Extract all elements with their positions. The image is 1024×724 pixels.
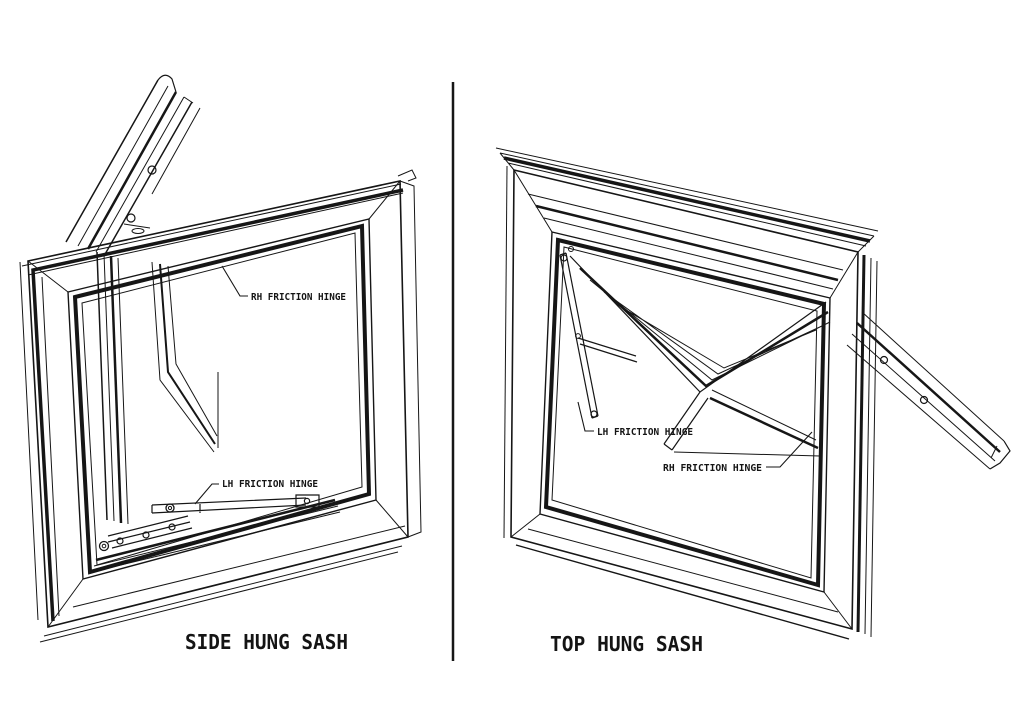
frame-left-depth-line	[503, 165, 508, 539]
frame-glazing-gasket	[543, 237, 827, 588]
side-hung-sash-caption: SIDE HUNG SASH	[185, 630, 348, 654]
sash-top-rail-bars	[77, 85, 201, 253]
frame-bottom-depth-lines	[39, 545, 403, 643]
hinge-arm-end-pin	[303, 497, 311, 505]
side-hung-sash-drawing: RH FRICTION HINGE LH FRICTION HINGE SIDE…	[19, 74, 422, 654]
sash-screw-upper	[147, 165, 157, 175]
frame-corner-miters	[510, 169, 859, 630]
frame-head-band-dark	[503, 156, 871, 243]
stay-arm-mid-joint	[575, 333, 581, 339]
leader-line-lh-hinge	[577, 401, 594, 432]
hinge-plate-rivet-1	[116, 537, 124, 545]
leader-line-rh-hinge	[766, 431, 813, 468]
sash-top-rail-dark-bar	[86, 91, 178, 250]
projecting-rail-end-cap	[989, 440, 1011, 470]
frame-left-depth-lines	[19, 261, 60, 621]
frame-inner-opening	[539, 231, 831, 593]
stay-arm-top-pivot	[560, 254, 568, 262]
sash-bottom-rail-dark	[709, 396, 819, 450]
sash-stile-outer-bar	[96, 251, 108, 521]
frame-outer-outline	[510, 168, 859, 631]
frame-head-gasket-band	[31, 188, 404, 622]
lh-friction-hinge-label: LH FRICTION HINGE	[222, 479, 318, 490]
frame-corner-miters	[27, 180, 409, 628]
frame-glass-line	[81, 232, 363, 566]
frame-sill-step-line	[527, 528, 839, 613]
sash-stile-bars	[103, 253, 129, 525]
hinge-plate-rivet-2	[142, 531, 150, 539]
sash-glazing-dark-edge	[159, 263, 216, 445]
lh-friction-hinge-label: LH FRICTION HINGE	[597, 427, 693, 438]
rh-friction-hinge-label: RH FRICTION HINGE	[663, 463, 762, 474]
sash-bottom-rail-lines	[673, 389, 821, 457]
hinge-arm-pivot-center	[167, 505, 173, 511]
frame-sill-step-line	[72, 525, 406, 608]
frame-glazing-gasket	[72, 223, 372, 575]
sash-top-rail-outer-bars	[65, 79, 193, 257]
leader-line-rh-hinge	[221, 265, 248, 297]
sash-screw-lower	[126, 213, 136, 223]
sash-stile-dark-bar	[109, 255, 123, 524]
frame-right-depth-lines	[399, 180, 422, 538]
sash-glazing-edges	[151, 261, 219, 453]
hinge-pivot-boss	[98, 540, 110, 552]
top-hung-sash-caption: TOP HUNG SASH	[550, 632, 703, 656]
frame-glass-line	[551, 246, 818, 579]
frame-head-profile-lines	[21, 169, 417, 276]
sash-rail-end-detail	[131, 228, 145, 234]
hinge-pivot-center	[101, 543, 107, 549]
stay-arm-bottom-pivot	[590, 410, 598, 418]
top-hung-sash-drawing: LH FRICTION HINGE RH FRICTION HINGE TOP …	[495, 147, 1011, 656]
stay-arm-head-rivet	[568, 246, 574, 252]
hinge-arm-pivot	[165, 503, 175, 513]
leader-line-lh-hinge	[194, 483, 219, 505]
sash-bottom-rail-lines	[91, 505, 341, 573]
frame-right-depth-dark	[856, 254, 866, 633]
rh-friction-hinge-label: RH FRICTION HINGE	[251, 292, 346, 303]
sash-bottom-rail-dark	[95, 498, 336, 562]
friction-stay-arm	[559, 252, 638, 419]
sash-top-rail-end-cap	[157, 74, 177, 93]
projecting-rail-lines	[846, 311, 1005, 470]
projecting-rail-dark	[856, 322, 1001, 453]
rail-screw-2	[919, 395, 929, 405]
frame-head-band-lines	[495, 147, 879, 253]
frame-head-profile-dark	[535, 204, 839, 282]
frame-head-profile-lines	[527, 193, 844, 290]
sash-glazing-chevrons	[589, 279, 831, 381]
sash-outer-chevron	[569, 255, 827, 393]
frame-inner-opening	[67, 218, 377, 580]
frame-bottom-depth-line	[515, 544, 850, 640]
frame-right-depth-lines	[864, 257, 878, 638]
friction-hinge-arm	[151, 494, 320, 514]
rail-screw-1	[879, 355, 889, 365]
hinge-plate-rivet-3	[168, 523, 176, 531]
sash-bottom-corner-lines	[663, 391, 709, 451]
